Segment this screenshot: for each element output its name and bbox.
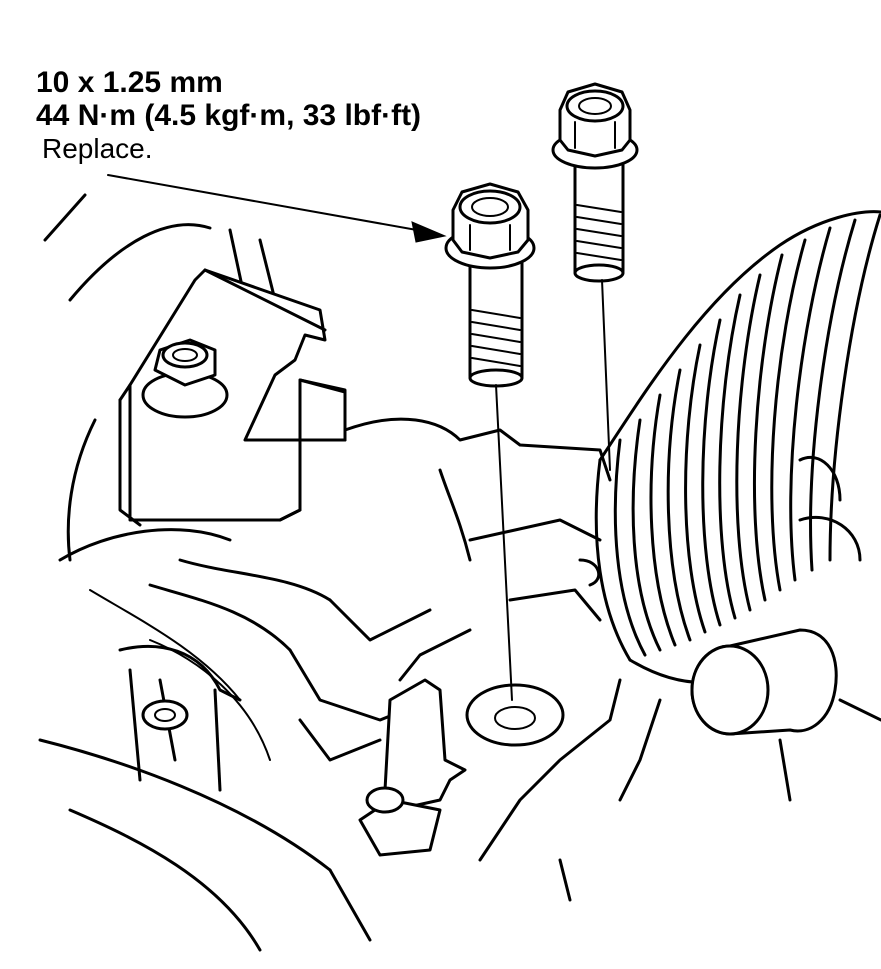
left-flange-nut — [141, 338, 229, 419]
mount-bracket-upper — [118, 268, 347, 527]
torque-spec-callout: 10 x 1.25 mm 44 N·m (4.5 kgf·m, 33 lbf·f… — [36, 66, 421, 165]
mount-body — [118, 417, 662, 902]
bolt-hole — [465, 683, 565, 747]
drive-belt-pulley — [594, 210, 881, 684]
callout-leader-arrow — [107, 174, 447, 243]
replace-note: Replace. — [42, 133, 153, 164]
tensioner-stud — [690, 628, 881, 802]
right-bolt — [551, 82, 639, 283]
center-bolt — [444, 182, 536, 388]
torque-value-label: 44 N·m (4.5 kgf·m, 33 lbf·ft) — [36, 99, 422, 132]
bolt-centerlines — [495, 279, 611, 701]
lower-bracket — [141, 678, 467, 857]
bolt-size-label: 10 x 1.25 mm — [36, 66, 223, 99]
